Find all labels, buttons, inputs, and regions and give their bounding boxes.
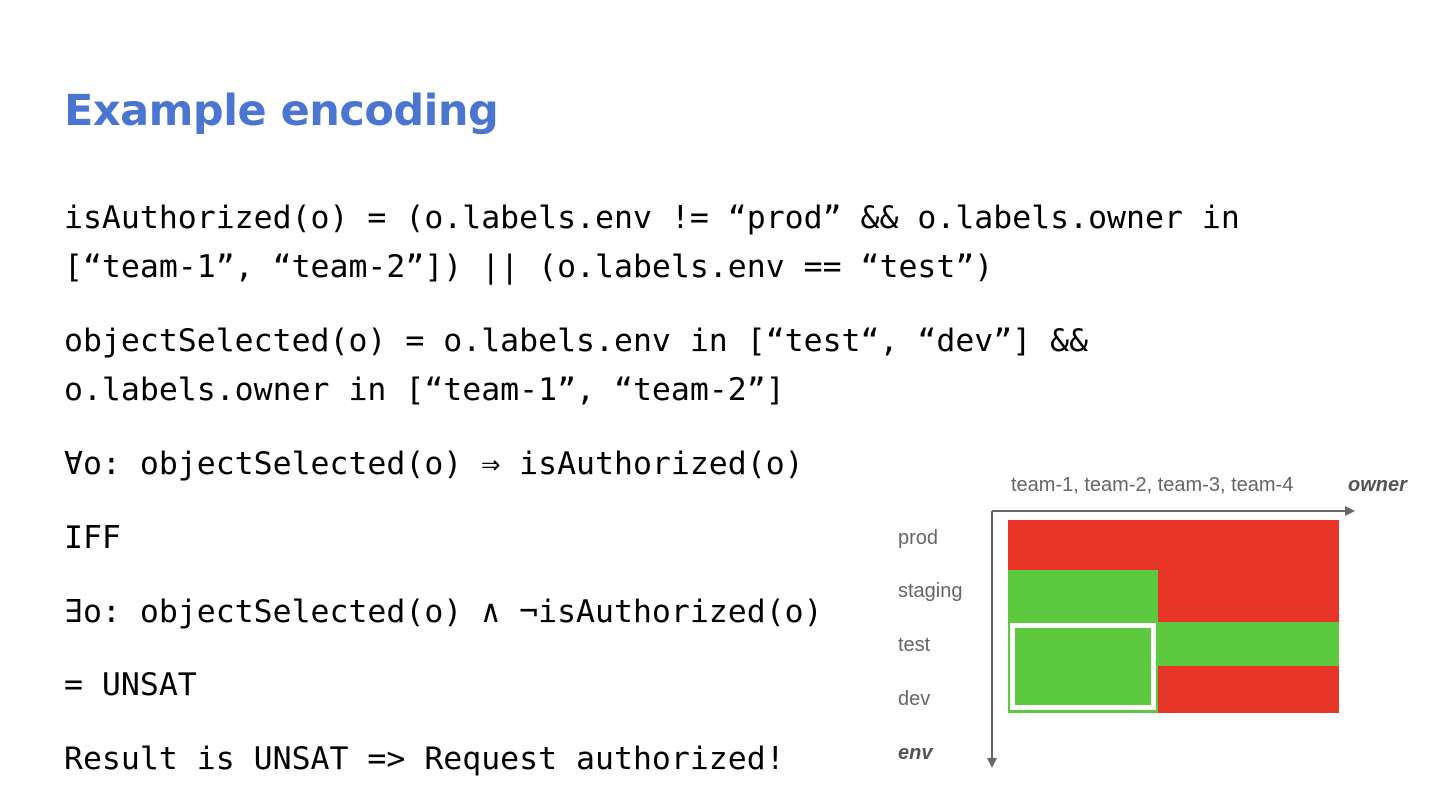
- object-selected-definition: objectSelected(o) = o.labels.env in [“te…: [64, 323, 1089, 408]
- selection-box: [1010, 623, 1156, 710]
- env-row-staging: staging: [898, 580, 963, 602]
- authorized-region-test-row: [1158, 622, 1339, 666]
- exists-statement: ∃o: objectSelected(o) ∧ ¬isAuthorized(o): [64, 594, 823, 630]
- env-row-dev: dev: [898, 688, 931, 710]
- is-authorized-definition: isAuthorized(o) = (o.labels.env != “prod…: [64, 200, 1240, 285]
- unsat-result: = UNSAT: [64, 667, 197, 703]
- iff-keyword: IFF: [64, 520, 121, 556]
- owner-tick-labels: team-1, team-2, team-3, team-4: [1011, 474, 1294, 496]
- owner-axis-label: owner: [1348, 474, 1407, 496]
- slide-title: Example encoding: [64, 86, 499, 136]
- env-axis-label: env: [898, 742, 933, 764]
- conclusion-line: Result is UNSAT => Request authorized!: [64, 741, 785, 777]
- forall-statement: ∀o: objectSelected(o) ⇒ isAuthorized(o): [64, 446, 804, 482]
- env-row-test: test: [898, 634, 931, 656]
- authorized-region-team-1-2: [1008, 570, 1158, 713]
- env-row-prod: prod: [898, 527, 939, 549]
